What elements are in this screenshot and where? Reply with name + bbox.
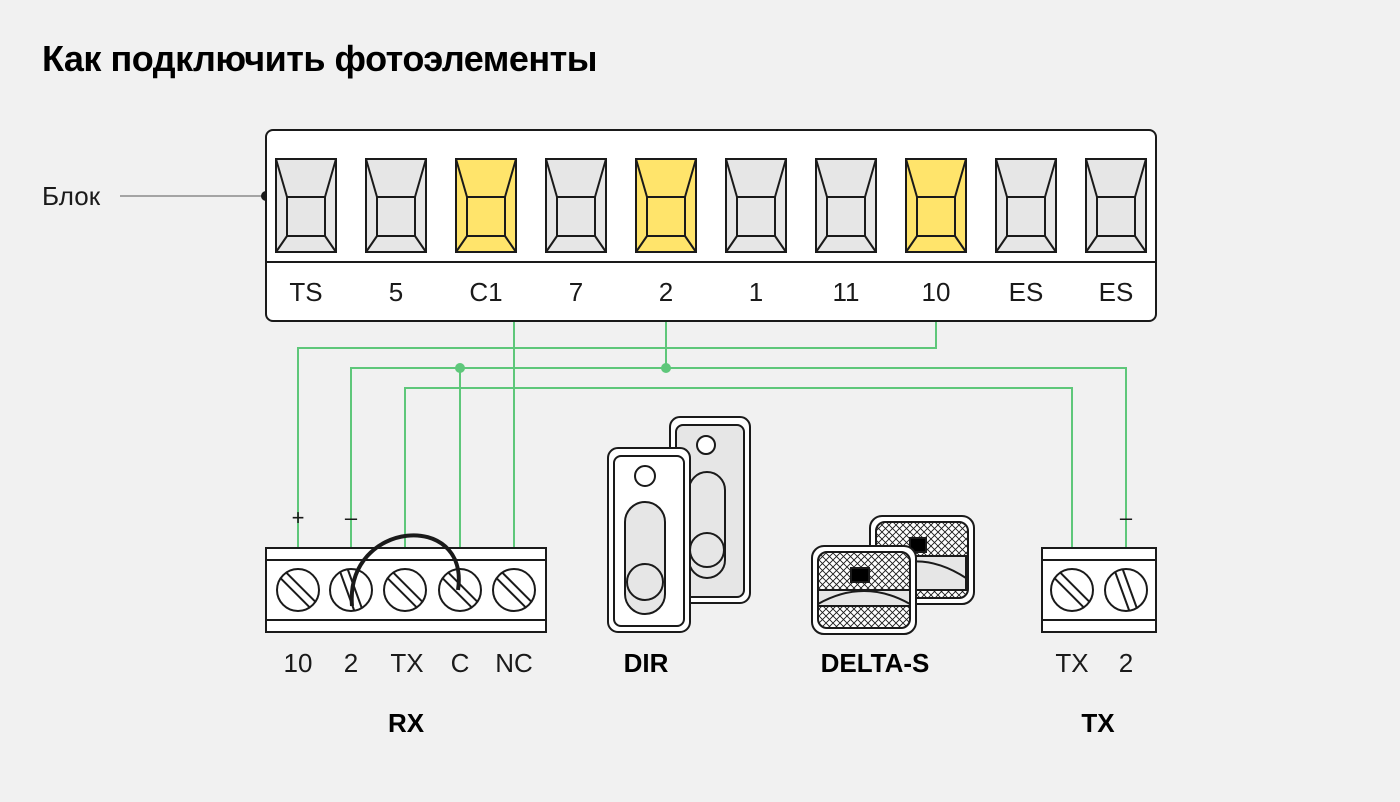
wire-tx-link xyxy=(404,387,1073,548)
dir-device-icon xyxy=(607,416,751,633)
block-terminal: C1 xyxy=(455,158,517,307)
connector-terminal-label: TX xyxy=(1055,648,1088,678)
screw-icon xyxy=(1104,568,1148,612)
block-terminal-label: 10 xyxy=(922,277,951,307)
screw-icon xyxy=(276,568,320,612)
delta-s-label: DELTA-S xyxy=(821,648,930,678)
block-terminal-label: 7 xyxy=(569,277,583,307)
block-terminal: 10 xyxy=(905,158,967,307)
junction-dot xyxy=(661,363,671,373)
tx-minus-label: – xyxy=(1120,505,1133,530)
tx-connector: – xyxy=(1041,505,1157,633)
block-terminal-label: 2 xyxy=(659,277,673,307)
dir-label: DIR xyxy=(624,648,669,678)
block-terminal-label: ES xyxy=(1009,277,1044,307)
block-terminal: TS xyxy=(275,158,337,307)
block-terminal: ES xyxy=(995,158,1057,307)
block-terminal-label: 5 xyxy=(389,277,403,307)
block-terminal-label: C1 xyxy=(469,277,502,307)
rx-name-label: RX xyxy=(388,708,425,738)
block-terminal: 7 xyxy=(545,158,607,307)
screw-icon xyxy=(383,568,427,612)
junction-dot xyxy=(455,363,465,373)
connector-terminal-label: 2 xyxy=(1119,648,1133,678)
rx-jumper-wire xyxy=(349,533,461,607)
connector-terminal-label: C xyxy=(451,648,470,678)
connector-terminal-label: TX xyxy=(390,648,423,678)
block-terminal: 1 xyxy=(725,158,787,307)
block-terminal: 2 xyxy=(635,158,697,307)
block-terminal: ES xyxy=(1085,158,1147,307)
block-terminal: 5 xyxy=(365,158,427,307)
block-terminal-label: 11 xyxy=(833,277,860,307)
page-title: Как подключить фотоэлементы xyxy=(42,38,598,79)
delta-s-device-icon xyxy=(811,515,975,635)
connector-terminal-label: 2 xyxy=(344,648,358,678)
connector-terminal-label: 10 xyxy=(284,648,313,678)
rx-plus-label: + xyxy=(292,505,305,530)
rx-connector: + – xyxy=(265,505,547,633)
tx-name-label: TX xyxy=(1081,708,1115,738)
block-terminal-label: ES xyxy=(1099,277,1134,307)
block-terminal-label: 1 xyxy=(749,277,763,307)
connector-terminal-label: NC xyxy=(495,648,533,678)
screw-icon xyxy=(1050,568,1094,612)
block-terminal-label: TS xyxy=(289,277,322,307)
block-terminal: 11 xyxy=(815,158,877,307)
rx-minus-label: – xyxy=(345,505,358,530)
block-label: Блок xyxy=(42,181,101,211)
screw-icon xyxy=(492,568,536,612)
wire-minus-bus xyxy=(350,367,1127,548)
